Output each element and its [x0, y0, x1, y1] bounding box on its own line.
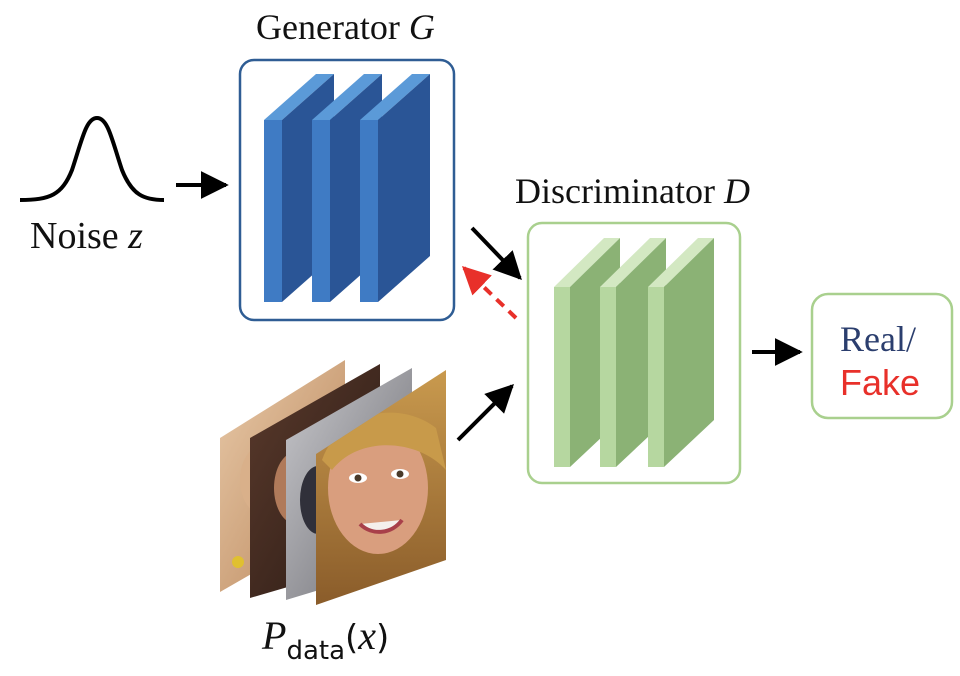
- feedback-arrow: [461, 266, 518, 320]
- discriminator-title: Discriminator D: [515, 171, 750, 211]
- arrow-data-to-discriminator: [456, 384, 514, 442]
- noise-label: Noise z: [30, 215, 143, 257]
- data-sample-images: [220, 360, 446, 605]
- output-fake-label: Fake: [840, 362, 921, 403]
- discriminator-symbol: D: [723, 171, 750, 211]
- noise-symbol: z: [128, 215, 143, 257]
- data-distribution-label: Pdata(x): [262, 613, 390, 666]
- generator-symbol: G: [408, 7, 435, 47]
- noise-gaussian-curve: [19, 115, 165, 202]
- output-box: [810, 292, 954, 420]
- discriminator-layers: [554, 238, 714, 467]
- generator-title: Generator G: [256, 7, 435, 47]
- arrow-generator-to-discriminator: [470, 226, 522, 281]
- data-subscript: data: [286, 636, 346, 666]
- output-real-label: Real/: [840, 319, 916, 359]
- generator-layers: [264, 74, 430, 302]
- face-image-4: [316, 370, 446, 605]
